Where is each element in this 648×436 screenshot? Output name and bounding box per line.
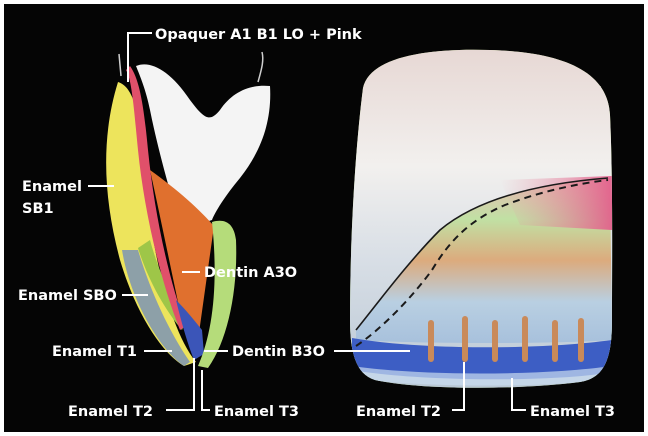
label-enamel-t2-right: Enamel T2 (356, 404, 441, 420)
label-dentin-a3o: Dentin A3O (204, 265, 297, 281)
label-opaquer: Opaquer A1 B1 LO + Pink (155, 27, 362, 43)
leader-enamel-t2-left (166, 358, 194, 410)
label-enamel-sb1-line2: SB1 (22, 201, 54, 217)
opaquer-core (136, 64, 270, 230)
label-enamel-sb1-line1: Enamel (22, 179, 82, 195)
tooth-facial-view (340, 40, 630, 400)
label-enamel-t3-left: Enamel T3 (214, 404, 299, 420)
tooth-cross-section (106, 52, 270, 368)
label-enamel-t1: Enamel T1 (52, 344, 137, 360)
label-enamel-t2-left: Enamel T2 (68, 404, 153, 420)
label-enamel-sbo: Enamel SBO (18, 288, 117, 304)
leader-enamel-t3-left (202, 370, 210, 410)
label-enamel-t3-right: Enamel T3 (530, 404, 615, 420)
label-dentin-b3o: Dentin B3O (232, 344, 325, 360)
left-wire-labial (119, 54, 121, 76)
left-wire-lingual (258, 52, 263, 82)
